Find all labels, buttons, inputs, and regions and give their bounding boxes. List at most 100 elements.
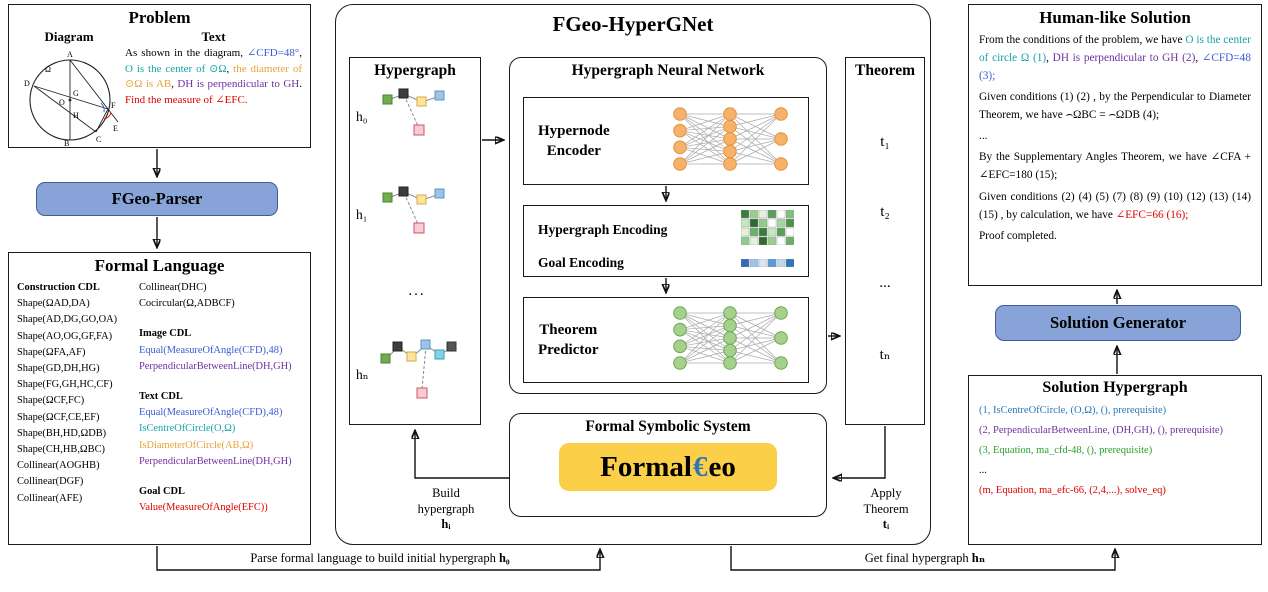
- solution-hypergraph-line: ...: [979, 465, 987, 476]
- text-label: Text: [201, 29, 226, 44]
- hypergraph-snapshot-graphic: [378, 337, 466, 414]
- solution-generator-button: Solution Generator: [995, 305, 1241, 341]
- hypergraph-snapshot-graphic: [378, 184, 466, 245]
- formalgeo-logo-suffix: eo: [708, 450, 736, 483]
- human-solution-box: Human-like Solution From the conditions …: [968, 4, 1262, 286]
- edge-label-sub: hᵢ: [441, 517, 451, 532]
- line-dhc: [33, 85, 97, 133]
- text-segment: ,: [299, 47, 302, 59]
- edge-label-line: Apply: [870, 486, 902, 500]
- formal-entry: Shape(ΩCF,CE,EF): [17, 411, 100, 423]
- goal-encoding-row: Goal Encoding: [524, 254, 808, 272]
- text-segment: By the Supplementary Angles Theorem, we …: [979, 151, 1251, 182]
- text-segment: .: [299, 78, 302, 91]
- formal-entry: Shape(ΩAD,DA): [17, 298, 90, 310]
- get-final-hypergraph-label: Get final hypergraph hₙ: [755, 551, 1095, 567]
- fgeo-hypergnet-title: FGeo-HyperGNet: [552, 12, 714, 36]
- point-label-g: G: [73, 89, 79, 98]
- theorem-item: ...: [879, 274, 891, 291]
- formal-entry: IsDiameterOfCircle(AB,Ω): [139, 439, 254, 451]
- hypergraph-ellipsis: ...: [408, 282, 426, 299]
- formal-entry: Collinear(AOGHB): [17, 460, 100, 472]
- solution-paragraph: Given conditions (2) (4) (5) (7) (8) (9)…: [979, 188, 1251, 224]
- formal-language-title: Formal Language: [94, 256, 225, 275]
- formal-entry: Shape(ΩFA,AF): [17, 346, 86, 358]
- hypergraph-encoding-label: Hypergraph Encoding: [538, 222, 668, 237]
- solution-hypergraph-line: (m, Equation, ma_efc-66, (2,4,...), solv…: [979, 485, 1166, 496]
- chord-cf: [95, 108, 109, 133]
- theorem-item: tₙ: [879, 347, 891, 364]
- goal-encoding-strip-icon: [740, 254, 795, 272]
- edge-label-line: hypergraph: [417, 501, 475, 516]
- text-segment: ...: [979, 130, 988, 143]
- hypergraph-item: hₙ: [356, 337, 478, 414]
- hypernode-encoder-box: Hypernode Encoder: [523, 97, 809, 185]
- hnn-title: Hypergraph Neural Network: [571, 62, 765, 79]
- solution-paragraph: From the conditions of the problem, we h…: [979, 31, 1251, 85]
- formal-language-box: Formal Language Construction CDL Shape(ΩA…: [8, 252, 311, 545]
- center-point-o: [68, 98, 72, 102]
- text-segment: ,: [1046, 52, 1053, 65]
- theorem-item: t₁: [880, 133, 890, 150]
- text-segment: ,: [226, 62, 234, 75]
- formal-entry: Collinear(AFE): [17, 492, 83, 504]
- formal-heading: Goal CDL: [139, 486, 185, 498]
- hypergraph-item: h₁: [356, 184, 478, 245]
- goal-encoding-label: Goal Encoding: [538, 255, 624, 270]
- formal-entry: PerpendicularBetweenLine(DH,GH): [139, 360, 292, 372]
- formal-col2: Collinear(DHC)Cocircular(Ω,ADBCF)Image C…: [139, 280, 304, 516]
- solution-hypergraph-title: Solution Hypergraph: [1042, 379, 1188, 396]
- point-label-omega: Ω: [45, 65, 51, 74]
- geometry-diagram: A B C D E F G H O Ω: [13, 46, 125, 146]
- theorem-predictor-label-line2: Predictor: [538, 342, 599, 358]
- theorem-predictor-label-line1: Theorem: [539, 321, 598, 338]
- hypernode-encoder-label-line2: Encoder: [546, 143, 601, 159]
- formal-symbolic-system-box: Formal Symbolic System Formal€eo: [509, 413, 827, 517]
- formal-entry: Shape(AO,OG,GF,FA): [17, 330, 113, 342]
- solution-paragraph: Given conditions (1) (2) , by the Perpen…: [979, 88, 1251, 124]
- formalgeo-logo: Formal€eo: [559, 443, 777, 491]
- hypergraph-item: h₀: [356, 86, 478, 147]
- hypergraph-snapshot-graphic: [378, 86, 466, 147]
- formal-entry: PerpendicularBetweenLine(DH,GH): [139, 455, 292, 467]
- point-label-o: O: [59, 98, 65, 107]
- angle-mark-efc: [103, 112, 112, 120]
- formal-heading: Construction CDL: [17, 282, 100, 293]
- theorem-predictor-nn-icon: [668, 305, 794, 376]
- formal-entry: Equal(MeasureOfAngle(CFD),48): [139, 407, 283, 419]
- problem-columns: Diagram A B C D: [9, 28, 310, 146]
- human-solution-text: From the conditions of the problem, we h…: [969, 28, 1261, 245]
- point-label-h: H: [73, 111, 79, 120]
- line-afe: [69, 59, 119, 123]
- point-label-c: C: [96, 135, 101, 144]
- problem-diagram-column: Diagram A B C D: [13, 28, 125, 146]
- formal-entry: IsCentreOfCircle(O,Ω): [139, 423, 236, 435]
- text-segment: Given conditions (1) (2) , by the Perpen…: [979, 91, 1251, 122]
- text-segment: As shown in the diagram,: [125, 47, 248, 59]
- text-segment: Given conditions (2) (4) (5) (7) (8) (9)…: [979, 190, 1251, 221]
- text-segment: ∠EFC=66 (16);: [1115, 208, 1189, 221]
- edge-label-line: Theorem: [863, 501, 909, 516]
- text-segment: Get final hypergraph: [864, 551, 972, 565]
- solution-generator-label: Solution Generator: [1049, 313, 1187, 332]
- hypernode-encoder-label-line1: Hypernode: [538, 122, 610, 139]
- text-segment: hₙ: [971, 551, 986, 565]
- text-segment: ∠CFD=48 (3);: [979, 52, 1251, 83]
- theorem-panel-title: Theorem: [855, 62, 915, 79]
- formal-entry: Shape(CH,HB,ΩBC): [17, 444, 105, 456]
- point-label-a: A: [67, 50, 73, 59]
- text-segment: ∠CFD=48°: [247, 47, 300, 59]
- formal-entry: Value(MeasureOfAngle(EFC)): [139, 502, 268, 514]
- diagram-label: Diagram: [44, 29, 94, 44]
- solution-hypergraph-line: (3, Equation, ma_cfd-48, (), prerequisit…: [979, 445, 1153, 456]
- solution-hypergraph-box: Solution Hypergraph (1, IsCentreOfCircle…: [968, 375, 1262, 545]
- parse-formal-language-label: Parse formal language to build initial h…: [180, 551, 580, 567]
- problem-text-column: Text As shown in the diagram, ∠CFD=48°, …: [125, 28, 306, 146]
- formal-entry: Cocircular(Ω,ADBCF): [139, 298, 235, 310]
- line-dgf: [33, 85, 109, 110]
